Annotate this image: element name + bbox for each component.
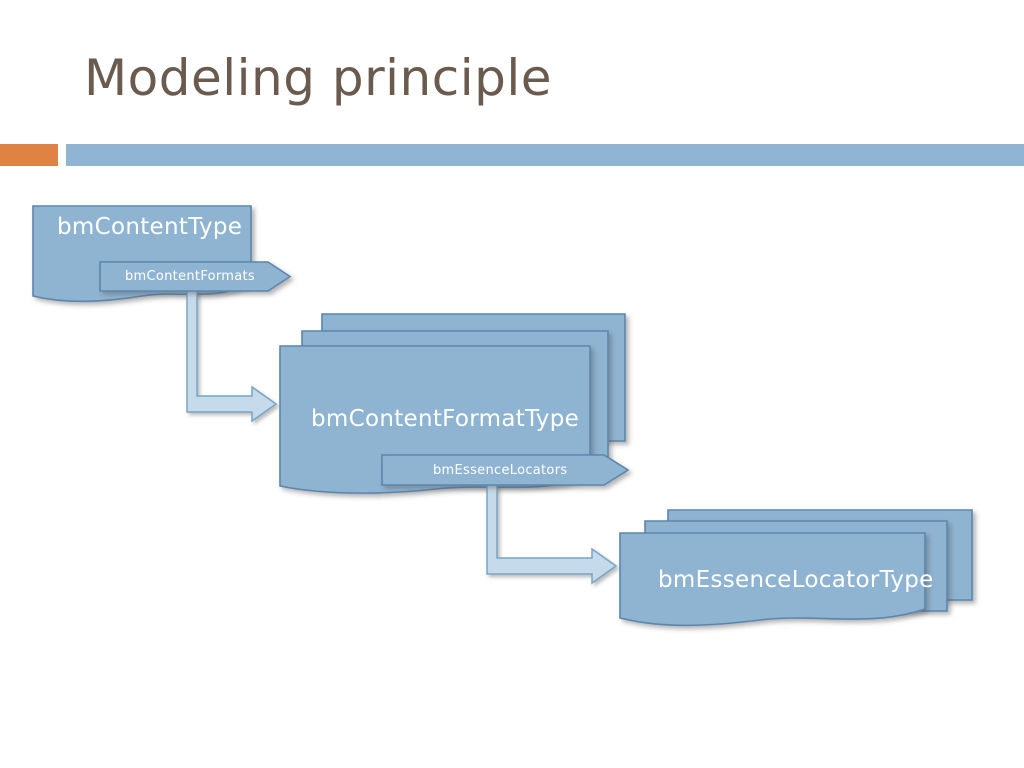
callout-label-bmessencelocators: bmEssenceLocators — [433, 463, 568, 478]
divider-accent-block — [0, 144, 58, 166]
connector-2 — [486, 483, 618, 585]
page-title: Modeling principle — [84, 49, 552, 107]
divider-bar — [66, 144, 1024, 166]
callout-bmessencelocators[interactable] — [381, 454, 630, 486]
node-label-bmessencelocatortype: bmEssenceLocatorType — [658, 567, 934, 593]
node-label-bmcontenttype: bmContentType — [57, 214, 243, 240]
node-bmcontentformattype[interactable] — [279, 313, 626, 494]
node-label-bmcontentformattype: bmContentFormatType — [311, 406, 580, 432]
node-bmessencelocatortype[interactable] — [619, 509, 973, 627]
title-divider — [0, 144, 1024, 166]
callout-bmcontentformats[interactable] — [99, 261, 292, 292]
connector-1 — [186, 289, 278, 423]
callout-label-bmcontentformats: bmContentFormats — [125, 269, 256, 284]
